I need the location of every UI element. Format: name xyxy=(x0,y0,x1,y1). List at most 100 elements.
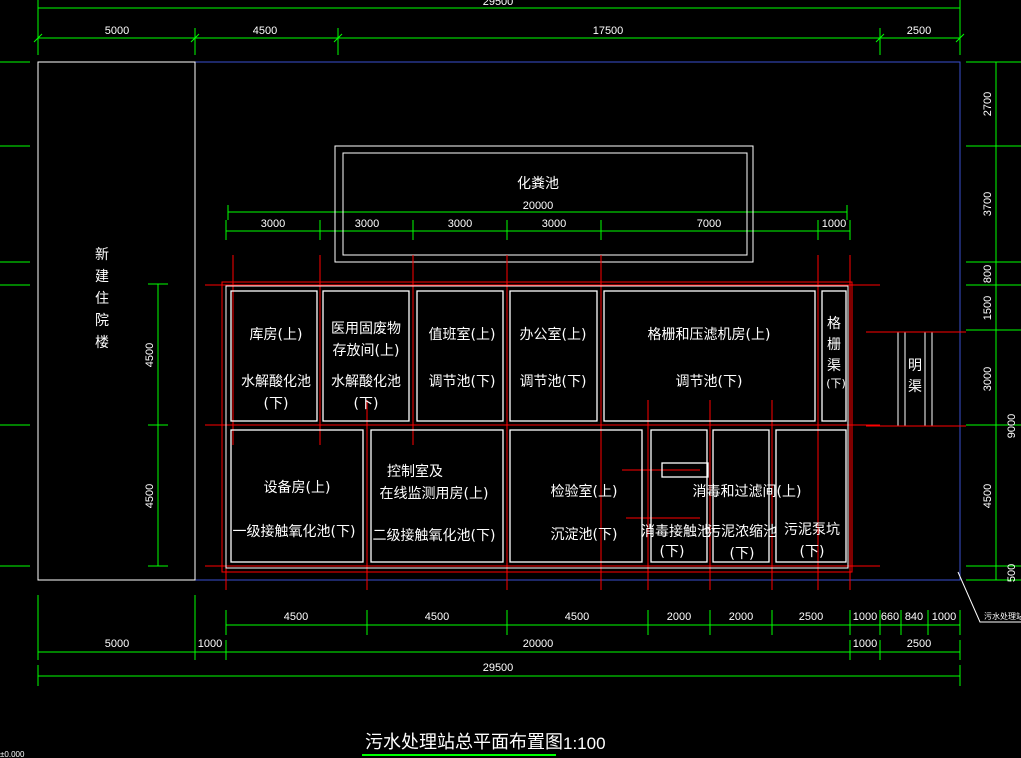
svg-text:调节池(下): 调节池(下) xyxy=(429,374,496,390)
svg-text:沉淀池(下): 沉淀池(下) xyxy=(551,527,618,543)
room-disinfection-filtration: 消毒和过滤间(上) xyxy=(693,484,802,500)
svg-text:住: 住 xyxy=(95,291,109,307)
dim-bottom-total: 29500 xyxy=(483,662,514,674)
dim-left-4500-b: 4500 xyxy=(144,484,156,508)
room-screen-press: 格栅和压滤机房(上) 调节池(下) xyxy=(648,327,771,390)
svg-text:污泥浓缩池: 污泥浓缩池 xyxy=(707,524,777,540)
dim-left-4500-a: 4500 xyxy=(144,343,156,367)
svg-text:(下): (下) xyxy=(800,544,825,560)
dim-bottom2-1000: 1000 xyxy=(198,638,222,650)
room-screen-channel: 格 栅 渠 (下) xyxy=(826,316,846,390)
dim-top-4500: 4500 xyxy=(253,25,277,37)
svg-text:院: 院 xyxy=(95,313,109,329)
site-boundary xyxy=(194,61,961,581)
dim-bottom-4500-c: 4500 xyxy=(565,611,589,623)
svg-text:水解酸化池: 水解酸化池 xyxy=(331,374,401,390)
room-disinfection-contact: 消毒接触池 (下) xyxy=(641,523,711,560)
room-storage: 库房(上) 水解酸化池 (下) xyxy=(241,327,311,412)
dim-top-5000: 5000 xyxy=(105,25,129,37)
dim-bottom-2500: 2500 xyxy=(799,611,823,623)
dim-right-500: 500 xyxy=(1006,564,1018,582)
dim-right-3000: 3000 xyxy=(982,367,994,391)
dim-room-3000-a: 3000 xyxy=(261,218,285,230)
dim-room-3000-d: 3000 xyxy=(542,218,566,230)
axis-gridlines xyxy=(205,255,880,590)
room-lab: 检验室(上) 沉淀池(下) xyxy=(551,483,618,543)
room-sludge-pump: 污泥泵坑 (下) xyxy=(784,522,840,560)
station-walls xyxy=(221,281,853,573)
svg-text:水解酸化池: 水解酸化池 xyxy=(241,374,311,390)
svg-text:值班室(上): 值班室(上) xyxy=(429,326,496,343)
dim-bottom2-2500: 2500 xyxy=(907,638,931,650)
svg-text:楼: 楼 xyxy=(95,335,109,351)
svg-text:控制室及: 控制室及 xyxy=(387,463,443,480)
room-office: 办公室(上) 调节池(下) xyxy=(520,326,587,390)
drawing-scale: 1:100 xyxy=(563,734,606,753)
room-duty: 值班室(上) 调节池(下) xyxy=(429,326,496,390)
dim-bottom-660: 660 xyxy=(881,611,899,623)
dim-bottom-1000: 1000 xyxy=(853,611,877,623)
corner-label: ±0.000 xyxy=(0,750,25,758)
dim-bottom2-1000-b: 1000 xyxy=(853,638,877,650)
svg-text:(下): (下) xyxy=(264,396,289,412)
svg-text:栅: 栅 xyxy=(827,337,841,353)
dim-right-1500: 1500 xyxy=(982,296,994,320)
dim-right-3700: 3700 xyxy=(982,192,994,216)
dim-bottom2-20000: 20000 xyxy=(523,638,554,650)
svg-text:建: 建 xyxy=(95,269,109,285)
svg-text:办公室(上): 办公室(上) xyxy=(520,326,587,343)
svg-text:格: 格 xyxy=(827,316,841,332)
room-outlines xyxy=(230,290,847,563)
room-medical-waste: 医用固废物 存放间(上) 水解酸化池 (下) xyxy=(331,321,401,412)
dim-bottom-4500-a: 4500 xyxy=(284,611,308,623)
side-label-leader xyxy=(957,571,1021,623)
dim-room-7000: 7000 xyxy=(697,218,721,230)
side-label: 污水处理站出 xyxy=(984,611,1021,621)
svg-text:库房(上): 库房(上) xyxy=(250,327,303,343)
svg-text:新: 新 xyxy=(95,247,109,263)
dimension-texts: 29500 5000 4500 17500 2500 20000 3000 30… xyxy=(105,0,1018,674)
svg-text:消毒接触池: 消毒接触池 xyxy=(641,523,711,540)
dim-room-1000: 1000 xyxy=(822,218,846,230)
septic-tank xyxy=(334,145,754,263)
dim-right-2700: 2700 xyxy=(982,92,994,116)
svg-text:(下): (下) xyxy=(730,546,755,562)
room-equipment: 设备房(上) 一级接触氧化池(下) xyxy=(233,479,356,540)
dim-right-4500: 4500 xyxy=(982,484,994,508)
dim-room-3000-c: 3000 xyxy=(448,218,472,230)
svg-text:(下): (下) xyxy=(660,544,685,560)
dim-bottom2-5000: 5000 xyxy=(105,638,129,650)
svg-text:调节池(下): 调节池(下) xyxy=(520,374,587,390)
dim-room-3000-b: 3000 xyxy=(355,218,379,230)
drawing-title: 污水处理站总平面布置图 xyxy=(365,732,563,753)
svg-text:消毒和过滤间(上): 消毒和过滤间(上) xyxy=(693,484,802,500)
svg-text:渠: 渠 xyxy=(827,358,841,374)
svg-text:渠: 渠 xyxy=(908,379,922,395)
inpatient-building-outline xyxy=(37,61,196,581)
open-channel-label: 明 渠 xyxy=(908,358,922,395)
septic-tank-label: 化粪池 xyxy=(517,176,559,192)
dim-septic-length: 20000 xyxy=(523,200,554,212)
dim-right-800: 800 xyxy=(982,265,994,283)
svg-text:(下): (下) xyxy=(354,396,379,412)
dim-top-2500: 2500 xyxy=(907,25,931,37)
svg-text:明: 明 xyxy=(908,358,922,374)
station-inner-wall xyxy=(225,285,849,569)
room-control: 控制室及 在线监测用房(上) 二级接触氧化池(下) xyxy=(373,463,496,544)
dim-bottom-2000-a: 2000 xyxy=(667,611,691,623)
dim-top-17500: 17500 xyxy=(593,25,624,37)
svg-text:医用固废物: 医用固废物 xyxy=(331,321,401,337)
svg-text:调节池(下): 调节池(下) xyxy=(676,374,743,390)
svg-text:存放间(上): 存放间(上) xyxy=(333,343,400,359)
inpatient-building-label: 新 建 住 院 楼 xyxy=(95,247,109,351)
dim-bottom-2000-b: 2000 xyxy=(729,611,753,623)
svg-text:设备房(上): 设备房(上) xyxy=(264,479,331,496)
dim-bottom-840: 840 xyxy=(905,611,923,623)
svg-text:一级接触氧化池(下): 一级接触氧化池(下) xyxy=(233,523,356,540)
dim-right-9000: 9000 xyxy=(1006,414,1018,438)
svg-text:二级接触氧化池(下): 二级接触氧化池(下) xyxy=(373,527,496,544)
svg-text:污泥泵坑: 污泥泵坑 xyxy=(784,522,840,538)
svg-text:在线监测用房(上): 在线监测用房(上) xyxy=(380,486,489,502)
dim-top-total: 29500 xyxy=(483,0,514,8)
